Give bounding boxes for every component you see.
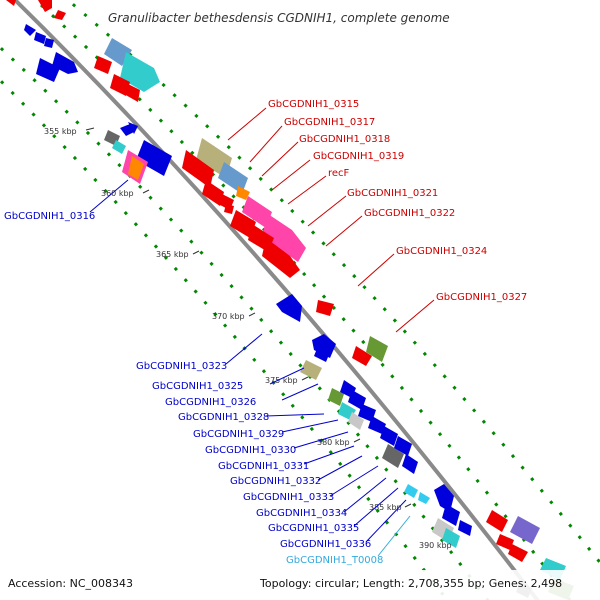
reverse-gene	[314, 346, 330, 362]
gene-label-0333: GbCGDNIH1_0333	[243, 492, 334, 503]
gene-label-0336: GbCGDNIH1_0336	[280, 539, 371, 550]
reverse-gene	[434, 484, 454, 512]
genome-summary-text: Topology: circular; Length: 2,708,355 bp…	[259, 577, 562, 590]
tick-label: 380 kbp	[317, 438, 350, 447]
reverse-labels: GbCGDNIH1_0316 GbCGDNIH1_0323 GbCGDNIH1_…	[4, 211, 383, 566]
forward-gene	[182, 150, 214, 188]
gene-label-0315: GbCGDNIH1_0315	[268, 99, 359, 110]
reverse-gene	[136, 140, 172, 176]
gene-steelblue	[218, 162, 248, 194]
gene-label-0316: GbCGDNIH1_0316	[4, 211, 95, 222]
tick-label: 360 kbp	[101, 189, 134, 198]
forward-gene	[262, 238, 300, 278]
forward-labels: GbCGDNIH1_0315 GbCGDNIH1_0317 GbCGDNIH1_…	[268, 99, 527, 303]
gene-label-T0008: GbCGDNIH1_T0008	[286, 555, 383, 566]
forward-gene	[202, 180, 224, 206]
reverse-gene	[380, 426, 398, 446]
feature-blocks	[6, 0, 574, 600]
gene-pink	[262, 214, 306, 262]
reverse-gene	[128, 122, 138, 134]
footer-bg	[0, 570, 600, 600]
gene-label-0324: GbCGDNIH1_0324	[396, 246, 487, 257]
gene-label-0326: GbCGDNIH1_0326	[165, 397, 256, 408]
gene-cyan	[112, 140, 126, 154]
gene-olive	[300, 360, 322, 380]
forward-gene	[94, 56, 112, 74]
accession-text: Accession: NC_008343	[8, 577, 133, 590]
reverse-gene	[348, 390, 366, 410]
reverse-gene	[36, 58, 60, 82]
gene-orange	[128, 156, 144, 180]
gene-label-0331: GbCGDNIH1_0331	[218, 461, 309, 472]
gene-label-0322: GbCGDNIH1_0322	[364, 208, 455, 219]
gene-label-0325: GbCGDNIH1_0325	[152, 381, 243, 392]
reverse-gene	[458, 520, 472, 536]
gene-purple	[510, 516, 540, 544]
gene-pink	[242, 196, 272, 228]
forward-gene	[110, 74, 130, 96]
gene-label-0323: GbCGDNIH1_0323	[136, 361, 227, 372]
forward-gene	[124, 84, 140, 102]
tick-label: 355 kbp	[44, 127, 77, 136]
reverse-gene	[24, 24, 36, 36]
reverse-gene	[44, 38, 54, 48]
forward-gene	[316, 300, 334, 316]
map-title: Granulibacter bethesdensis CGDNIH1, comp…	[108, 11, 450, 25]
gene-lightgray	[348, 412, 364, 430]
forward-gene	[486, 510, 508, 532]
gene-label-0321: GbCGDNIH1_0321	[347, 188, 438, 199]
gene-cyan	[442, 528, 460, 548]
gene-label-0328: GbCGDNIH1_0328	[178, 412, 269, 423]
reverse-gene	[442, 504, 460, 526]
forward-gene	[54, 10, 66, 20]
reverse-gene	[394, 436, 412, 456]
reverse-gene	[52, 52, 78, 74]
gene-label-0332: GbCGDNIH1_0332	[230, 476, 321, 487]
gene-label-0317: GbCGDNIH1_0317	[284, 117, 375, 128]
inner-dot-track-1	[0, 78, 450, 600]
gene-label-0330: GbCGDNIH1_0330	[205, 445, 296, 456]
outer-dot-track-1	[0, 45, 490, 600]
kbp-ticks: 355 kbp 360 kbp 365 kbp 370 kbp 375 kbp …	[44, 127, 452, 550]
gene-label-0334: GbCGDNIH1_0334	[256, 508, 347, 519]
reverse-gene	[276, 294, 302, 322]
gene-trna	[418, 492, 430, 504]
genome-backbone	[12, 0, 540, 600]
gene-label-recF: recF	[328, 168, 350, 179]
forward-gene	[6, 0, 16, 6]
forward-gene	[230, 210, 256, 238]
forward-gene	[224, 204, 234, 214]
gene-label-0335: GbCGDNIH1_0335	[268, 523, 359, 534]
gene-label-0327: GbCGDNIH1_0327	[436, 292, 527, 303]
gene-orange	[236, 186, 250, 200]
reverse-gene	[34, 32, 46, 44]
forward-gene	[38, 0, 52, 12]
forward-gene	[508, 544, 528, 562]
tick-label: 375 kbp	[265, 376, 298, 385]
reverse-gene	[368, 416, 386, 434]
forward-gene	[496, 534, 514, 550]
forward-gene	[352, 346, 372, 366]
tick-label: 370 kbp	[212, 312, 245, 321]
reverse-label-leaders	[89, 179, 407, 543]
gene-green	[328, 388, 344, 406]
trna-label-leader	[377, 515, 411, 557]
tick-label: 365 kbp	[156, 250, 189, 259]
gene-label-0319: GbCGDNIH1_0319	[313, 151, 404, 162]
gene-gray	[382, 444, 404, 468]
forward-label-leaders	[227, 107, 435, 333]
tick-label: 390 kbp	[419, 541, 452, 550]
reverse-gene	[402, 454, 418, 474]
gene-trna	[404, 484, 418, 498]
tick-label: 385 kbp	[369, 503, 402, 512]
gene-label-0329: GbCGDNIH1_0329	[193, 429, 284, 440]
gene-label-0318: GbCGDNIH1_0318	[299, 134, 390, 145]
gene-green	[366, 336, 388, 362]
